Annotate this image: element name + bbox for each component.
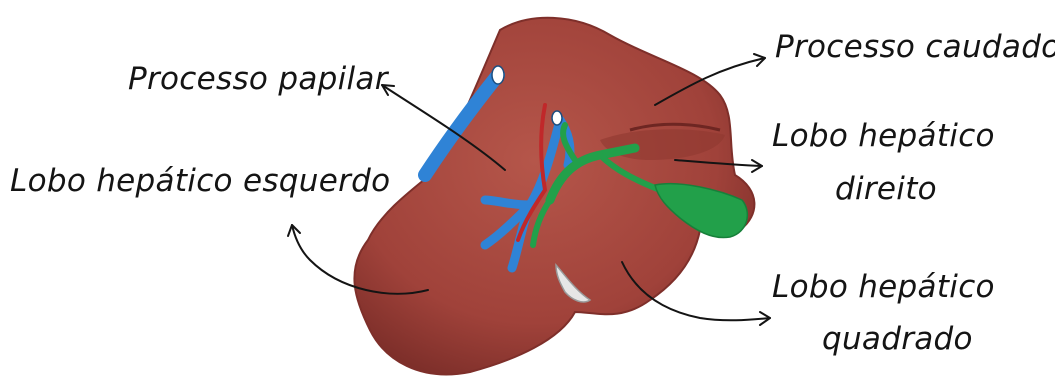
label-lobo-quadrado-line2: quadrado bbox=[822, 320, 973, 359]
label-lobo-quadrado-line1: Lobo hepático bbox=[772, 268, 995, 307]
label-lobo-direito-line2: direito bbox=[835, 170, 937, 209]
label-processo-caudado: Processo caudado bbox=[775, 28, 1055, 67]
label-processo-papilar: Processo papilar bbox=[128, 60, 388, 99]
vein-opening-left bbox=[492, 66, 504, 84]
vein-opening-right bbox=[552, 111, 562, 125]
label-lobo-direito-line1: Lobo hepático bbox=[772, 117, 995, 156]
label-lobo-esquerdo: Lobo hepático esquerdo bbox=[10, 162, 390, 201]
